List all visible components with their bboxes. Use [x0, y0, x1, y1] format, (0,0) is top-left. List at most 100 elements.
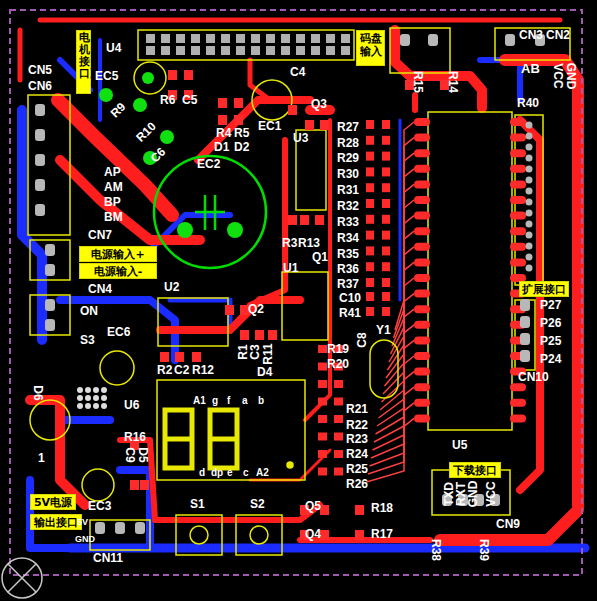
ic-pin [510, 399, 526, 407]
ic-pin [414, 352, 430, 360]
silkscreen-text: P27 [540, 299, 561, 311]
silkscreen-text: C6 [148, 145, 167, 164]
silkscreen-text: Q1 [312, 251, 328, 263]
smd-pad [320, 530, 329, 540]
header-pad [341, 34, 350, 43]
smd-pad [382, 231, 390, 240]
silkscreen-text: C5 [182, 94, 197, 106]
silkscreen-text: d [199, 468, 205, 478]
silkscreen-text: C4 [290, 66, 305, 78]
silkscreen-text: R17 [371, 528, 393, 540]
header-pad [326, 46, 335, 55]
silkscreen-text: R2 [157, 364, 172, 376]
smd-pad [218, 115, 227, 125]
ic-pin [510, 165, 526, 173]
silkscreen-text: R22 [346, 419, 368, 431]
silkscreen-text: P24 [540, 353, 561, 365]
smd-pad [318, 415, 327, 423]
silkscreen-text: R21 [346, 403, 368, 415]
ic-pin [510, 383, 526, 391]
silkscreen-text: 1 [38, 452, 45, 464]
resistor-pack-pad [526, 199, 533, 206]
smd-pad [366, 136, 374, 145]
silkscreen-text: R27 [337, 121, 359, 133]
silkscreen-text: R35 [337, 248, 359, 260]
silkscreen-text: CN4 [88, 283, 112, 295]
resistor-pack-pad [526, 133, 533, 140]
silkscreen-text: CN10 [518, 371, 549, 383]
through-hole-pad [45, 299, 55, 311]
smd-pad [355, 505, 364, 515]
through-hole-pad [520, 299, 530, 311]
silkscreen-text: S1 [190, 498, 205, 510]
label-text: 电源输入+ [82, 248, 154, 261]
ic-pin [510, 258, 526, 266]
header-pad [191, 46, 200, 55]
via [77, 387, 83, 393]
smd-pad [382, 215, 390, 224]
silkscreen-text: R16 [124, 431, 146, 443]
silkscreen-label-box: 电源输入+ [79, 246, 157, 262]
header-pad [281, 46, 290, 55]
silkscreen-text: CN9 [496, 518, 520, 530]
silkscreen-text: GND [565, 63, 577, 90]
smd-pad [184, 70, 193, 80]
silkscreen-text: D2 [234, 141, 249, 153]
smd-pad [382, 307, 390, 316]
header-pad [341, 46, 350, 55]
smd-pad [225, 305, 234, 315]
smd-pad [288, 105, 297, 115]
resistor-pack-pad [526, 122, 533, 129]
smd-pad [382, 278, 390, 287]
signal-trace [389, 184, 414, 362]
smd-pad [382, 183, 390, 192]
silkscreen-text: U2 [164, 281, 179, 293]
smd-pad [320, 505, 329, 515]
silkscreen-text: P26 [540, 317, 561, 329]
through-hole-pad [35, 179, 45, 191]
via [77, 403, 83, 409]
label-text: 电源输入- [82, 265, 154, 278]
through-hole-pad [135, 522, 145, 534]
smd-pad [366, 246, 374, 255]
resistor-pack-pad [526, 254, 533, 261]
through-hole-pad [45, 319, 55, 331]
smd-pad [366, 199, 374, 208]
resistor-pack-pad [526, 210, 533, 217]
silkscreen-text: dp [211, 468, 223, 478]
resistor-pack-pad [526, 188, 533, 195]
resistor-pack-pad [526, 243, 533, 250]
silkscreen-text: AB [521, 62, 540, 75]
through-hole-pad [45, 244, 55, 256]
silkscreen-text: Q3 [311, 98, 327, 110]
green-pads [99, 72, 243, 238]
label-text: 电机接口》 [79, 32, 90, 80]
smd-pad [382, 120, 390, 129]
silkscreen-text: R23 [346, 433, 368, 445]
silkscreen-text: AP [104, 166, 121, 178]
smd-pad [366, 183, 374, 192]
through-hole-pad [520, 350, 530, 362]
silkscreen-text: R1 [237, 344, 249, 359]
ic-pin [414, 212, 430, 220]
silkscreen-text: R33 [337, 216, 359, 228]
via [93, 387, 99, 393]
ic-pin [510, 180, 526, 188]
silkscreen-text: f [227, 396, 230, 406]
signal-trace [373, 356, 415, 450]
silkscreen-text: RXT [455, 482, 467, 506]
silkscreen-text: CN11 [93, 552, 123, 564]
silkscreen-text: U3 [293, 132, 308, 144]
ic-pin [414, 274, 430, 282]
silkscreen-text: R14 [447, 71, 459, 93]
silkscreen-text: b [258, 396, 264, 406]
resistor-pack-pad [526, 265, 533, 272]
silkscreen-text: C3 [249, 344, 261, 359]
ic-pin [414, 383, 430, 391]
ic-pin [414, 196, 430, 204]
silkscreen-text: CN3 [519, 29, 543, 41]
smd-pad [305, 120, 314, 130]
silkscreen-text: VCC [485, 481, 497, 506]
smd-pad [320, 120, 329, 130]
ic-pin [414, 414, 430, 422]
